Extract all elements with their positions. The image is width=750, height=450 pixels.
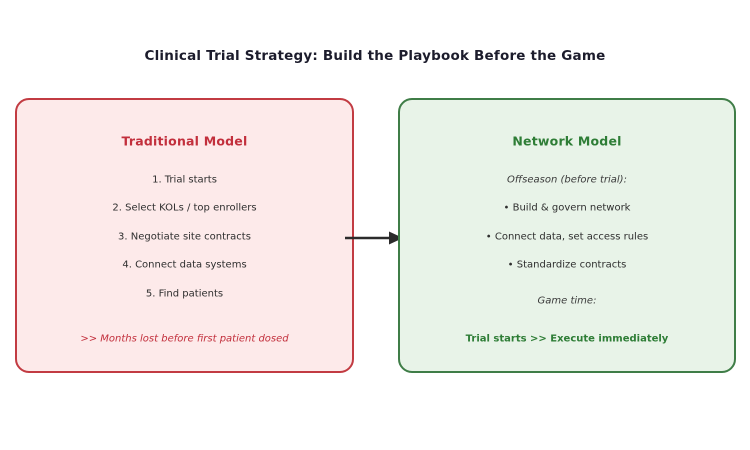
network-footer-note: Trial starts >> Execute immediately [465, 333, 669, 345]
traditional-step-2: 2. Select KOLs / top enrollers [112, 202, 257, 214]
traditional-step-1: 1. Trial starts [152, 174, 217, 186]
network-bullet-1: • Build & govern network [503, 202, 631, 214]
traditional-step-4: 4. Connect data systems [122, 259, 247, 271]
traditional-footer-note: >> Months lost before first patient dose… [80, 333, 289, 345]
network-bullet-3: • Standardize contracts [507, 259, 627, 271]
page-title: Clinical Trial Strategy: Build the Playb… [144, 48, 606, 64]
traditional-step-5: 5. Find patients [145, 288, 224, 300]
network-bullet-2: • Connect data, set access rules [485, 231, 649, 243]
game-time-phase-label: Game time: [537, 295, 597, 307]
transition-arrow-icon [343, 226, 407, 250]
network-model-panel: Network Model Offseason (before trial): … [398, 98, 736, 373]
traditional-step-3: 3. Negotiate site contracts [118, 231, 251, 243]
traditional-model-panel: Traditional Model 1. Trial starts 2. Sel… [15, 98, 354, 373]
offseason-phase-label: Offseason (before trial): [507, 174, 627, 186]
traditional-model-title: Traditional Model [121, 133, 248, 149]
network-model-title: Network Model [512, 133, 622, 149]
